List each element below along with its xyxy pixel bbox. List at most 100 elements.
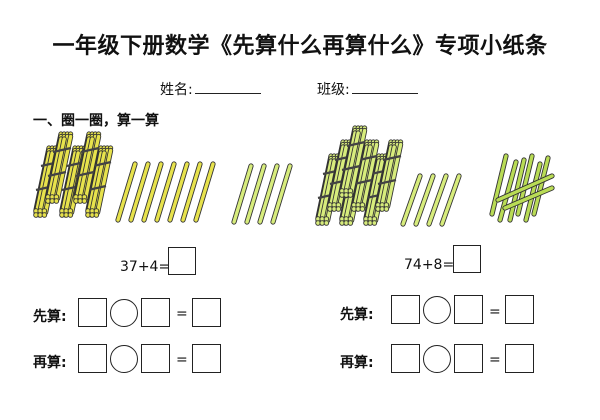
- problem-2-answer-box[interactable]: [453, 245, 481, 273]
- bundle-c2-end-5: [347, 220, 354, 226]
- bundle-c5-tie-low: [353, 178, 373, 186]
- single-d-4-fill: [524, 162, 542, 222]
- bundle-a4-back-stick-7-fill: [55, 134, 73, 201]
- bundle-c7-stick-6-fill: [346, 128, 364, 195]
- single-c-1-fill: [414, 174, 435, 226]
- problem-1-step1-box-b[interactable]: [141, 298, 170, 327]
- single-b-2-fill: [258, 164, 279, 224]
- bundle-c4-end-5: [335, 206, 342, 212]
- single-d-3-fill: [516, 154, 534, 216]
- bundle-c3-stick-8-fill: [364, 159, 381, 225]
- problem-2-step1-result-box[interactable]: [505, 295, 534, 324]
- single-d-7-fill: [503, 186, 554, 210]
- bundle-a4-back-end-5: [53, 198, 60, 204]
- bundle-c6-stick-7-fill: [385, 142, 403, 209]
- bundle-a5-back-stick-7-fill: [83, 134, 101, 201]
- worksheet-title: 一年级下册数学《先算什么再算什么》专项小纸条: [52, 34, 548, 59]
- problem-1-step2-box-b[interactable]: [141, 344, 170, 373]
- bundle-c5-stick-7-fill: [361, 142, 379, 209]
- bundle-a2-stick-6-fill: [66, 148, 84, 215]
- single-c-2-fill: [427, 174, 448, 226]
- problem-2-step1-box-b[interactable]: [454, 295, 483, 324]
- problem-2-step1-label: 先算:: [340, 307, 374, 323]
- problem-1-expression: 37+4=: [120, 259, 171, 275]
- single-b-3-fill: [271, 164, 292, 224]
- bundle-a5-back-stick-8-fill: [74, 137, 91, 203]
- bundle-c6-end-5: [383, 206, 390, 212]
- bundle-a5-back-stick-6-fill: [80, 134, 98, 201]
- problem-2-step2-box-b[interactable]: [454, 344, 483, 373]
- single-a-5-fill: [181, 162, 202, 222]
- bundle-c1-stick-8-fill: [316, 159, 333, 225]
- problem-1-step2-operator-circle[interactable]: [110, 345, 138, 373]
- bundle-a2-stick-8-fill: [60, 151, 77, 217]
- bundle-a2-end-5: [67, 212, 74, 218]
- bundle-c4-stick-8-fill: [328, 145, 345, 211]
- problem-1-step1-result-box[interactable]: [192, 298, 221, 327]
- class-field[interactable]: 班级:: [317, 79, 418, 99]
- problem-2-step2-label: 再算:: [340, 355, 374, 371]
- bundle-c7-end-5: [347, 192, 354, 198]
- bundle-a3-stick-6-fill: [92, 148, 110, 215]
- problem-2-step1-operator-circle[interactable]: [423, 296, 451, 324]
- problem-2-step2-result-box[interactable]: [505, 344, 534, 373]
- bundle-a4-back-stick-6-fill: [52, 134, 70, 201]
- bundle-a4-back-stick-8-fill: [46, 137, 63, 203]
- bundle-a5-back-tie-low: [75, 170, 95, 178]
- single-d-1-fill: [498, 160, 518, 222]
- problem-2-step2-operator-circle[interactable]: [423, 345, 451, 373]
- single-a-3-fill: [155, 162, 176, 222]
- bundle-a3-stick-7-fill: [95, 148, 113, 215]
- single-a-4-fill: [168, 162, 189, 222]
- problem-2-expression: 74+8=: [404, 257, 455, 273]
- class-blank[interactable]: [351, 81, 418, 94]
- bundle-c5-stick-8-fill: [352, 145, 369, 211]
- bundle-a3-stick-8-fill: [86, 151, 103, 217]
- single-c-3-fill: [440, 174, 461, 226]
- problem-1-answer-box[interactable]: [168, 247, 196, 275]
- bundle-c7-stick-7-fill: [349, 128, 367, 195]
- problem-1-step1-equals: =: [176, 306, 188, 322]
- single-d-6-fill: [496, 174, 554, 202]
- bundle-c5-tie-high: [358, 154, 378, 162]
- class-label: 班级:: [317, 82, 350, 98]
- bundle-c1-end-5: [323, 220, 330, 226]
- bundle-c6-tie-low: [377, 178, 397, 186]
- problem-1-step1-box-a[interactable]: [78, 298, 107, 327]
- bundle-c3-end-5: [371, 220, 378, 226]
- bundle-a3-tie-high: [92, 160, 112, 168]
- bundle-c5-stick-6-fill: [358, 142, 376, 209]
- problem-2-step1-box-a[interactable]: [391, 295, 420, 324]
- bundle-c5-end-5: [359, 206, 366, 212]
- problem-2-step1-equals: =: [489, 304, 501, 320]
- single-c-0-fill: [401, 174, 422, 226]
- problem-1-step1-operator-circle[interactable]: [110, 299, 138, 327]
- single-b-0-fill: [232, 164, 253, 224]
- bundle-c7-tie-low: [341, 164, 361, 172]
- problem-1-step1-label: 先算:: [33, 309, 67, 325]
- single-a-6-fill: [194, 162, 215, 222]
- name-field[interactable]: 姓名:: [160, 79, 261, 99]
- bundle-a4-back-tie-low: [47, 170, 67, 178]
- bundle-a3-end-5: [93, 212, 100, 218]
- bundle-c6-stick-8-fill: [376, 145, 393, 211]
- name-label: 姓名:: [160, 82, 193, 98]
- problem-1-step2-result-box[interactable]: [192, 344, 221, 373]
- bundle-a4-back-tie-high: [52, 146, 72, 154]
- single-a-0-fill: [116, 162, 137, 222]
- problem-2-step2-box-a[interactable]: [391, 344, 420, 373]
- single-d-0-fill: [490, 154, 508, 216]
- single-d-5-fill: [532, 156, 550, 216]
- single-b-1-fill: [245, 164, 266, 224]
- problem-1-step2-equals: =: [176, 352, 188, 368]
- name-blank[interactable]: [194, 81, 261, 94]
- bundle-c6-tie-high: [382, 154, 402, 162]
- bundle-a3-tie-low: [87, 184, 107, 192]
- problem-1-step2-box-a[interactable]: [78, 344, 107, 373]
- bundle-c7-stick-8-fill: [340, 131, 357, 197]
- bundle-c6-stick-6-fill: [382, 142, 400, 209]
- bundle-a1-end-5: [41, 212, 48, 218]
- bundle-a1-stick-8-fill: [34, 151, 51, 217]
